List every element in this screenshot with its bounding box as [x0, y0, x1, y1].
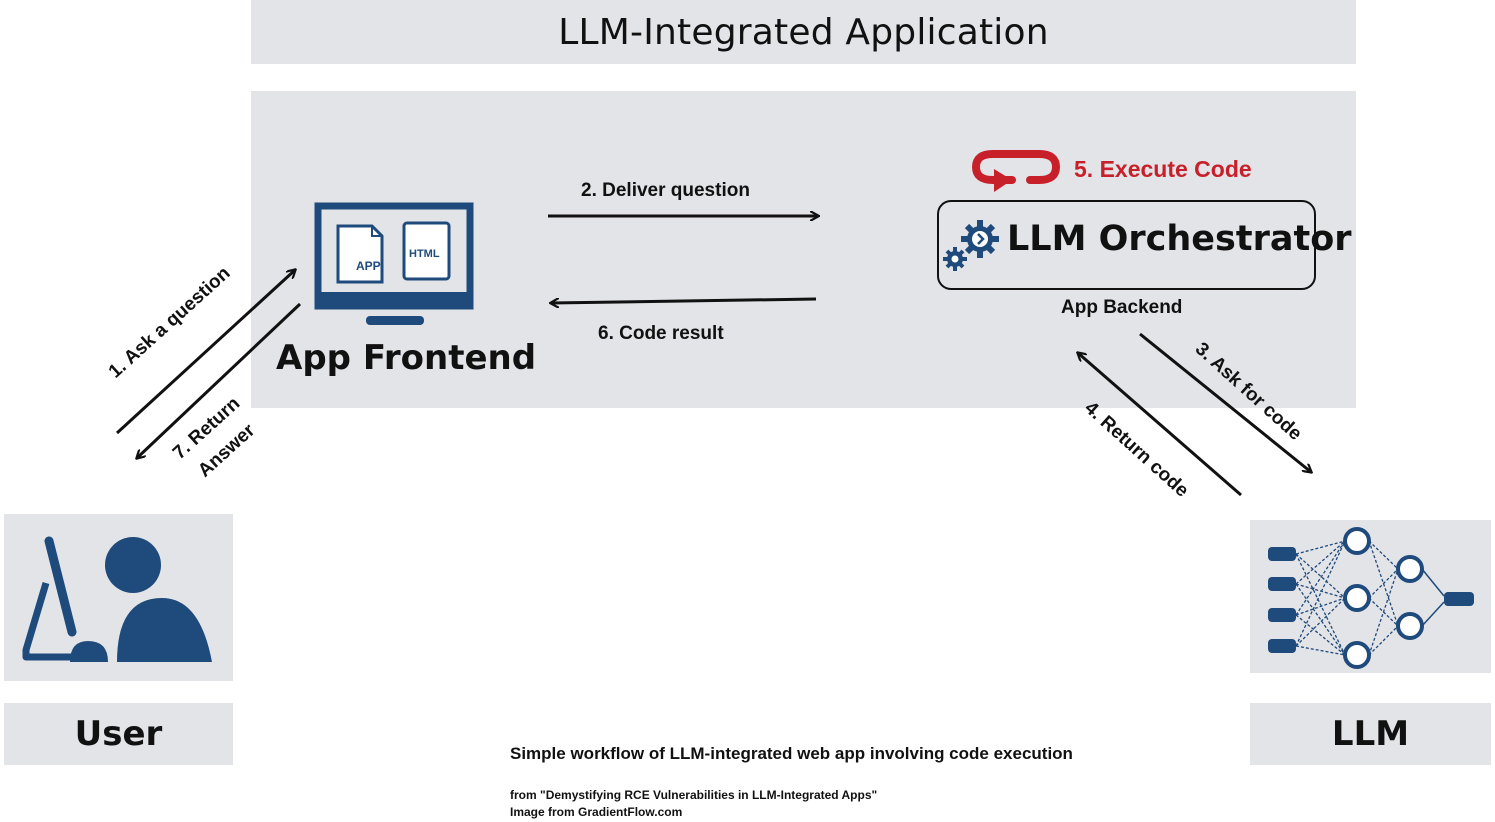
orchestrator-label: LLM Orchestrator: [1007, 219, 1352, 259]
loop-arrow-icon: [971, 150, 1061, 192]
step-5-label: 5. Execute Code: [1074, 156, 1252, 182]
page-title: LLM-Integrated Application: [558, 11, 1049, 53]
caption-credit: Image from GradientFlow.com: [510, 805, 683, 819]
user-label: User: [74, 714, 163, 754]
step-6-label: 6. Code result: [598, 323, 724, 344]
neural-network-icon: [1268, 527, 1474, 669]
user-name-box: User: [4, 703, 233, 765]
step-2-label: 2. Deliver question: [581, 180, 750, 201]
arrow-return-code: [1078, 353, 1242, 497]
gears-icon: [943, 220, 999, 271]
arrow-ask-for-code: [1139, 332, 1311, 472]
orchestrator-box: [937, 200, 1316, 290]
user-at-computer-icon: [22, 536, 212, 662]
monitor-icon: [314, 202, 474, 325]
arrow-ask-question: [115, 270, 295, 435]
caption-source: from "Demystifying RCE Vulnerabilities i…: [510, 788, 878, 802]
caption-main: Simple workflow of LLM-integrated web ap…: [510, 744, 1073, 763]
llm-name-box: LLM: [1250, 703, 1491, 765]
title-bar: LLM-Integrated Application: [251, 0, 1356, 64]
frontend-label: App Frontend: [276, 338, 537, 378]
arrow-code-result: [551, 297, 817, 303]
llm-label: LLM: [1331, 714, 1410, 754]
arrow-return-answer: [137, 302, 302, 458]
backend-label: App Backend: [1061, 297, 1183, 318]
html-icon-text: HTML: [409, 248, 440, 260]
app-icon-text: APP: [356, 259, 381, 273]
